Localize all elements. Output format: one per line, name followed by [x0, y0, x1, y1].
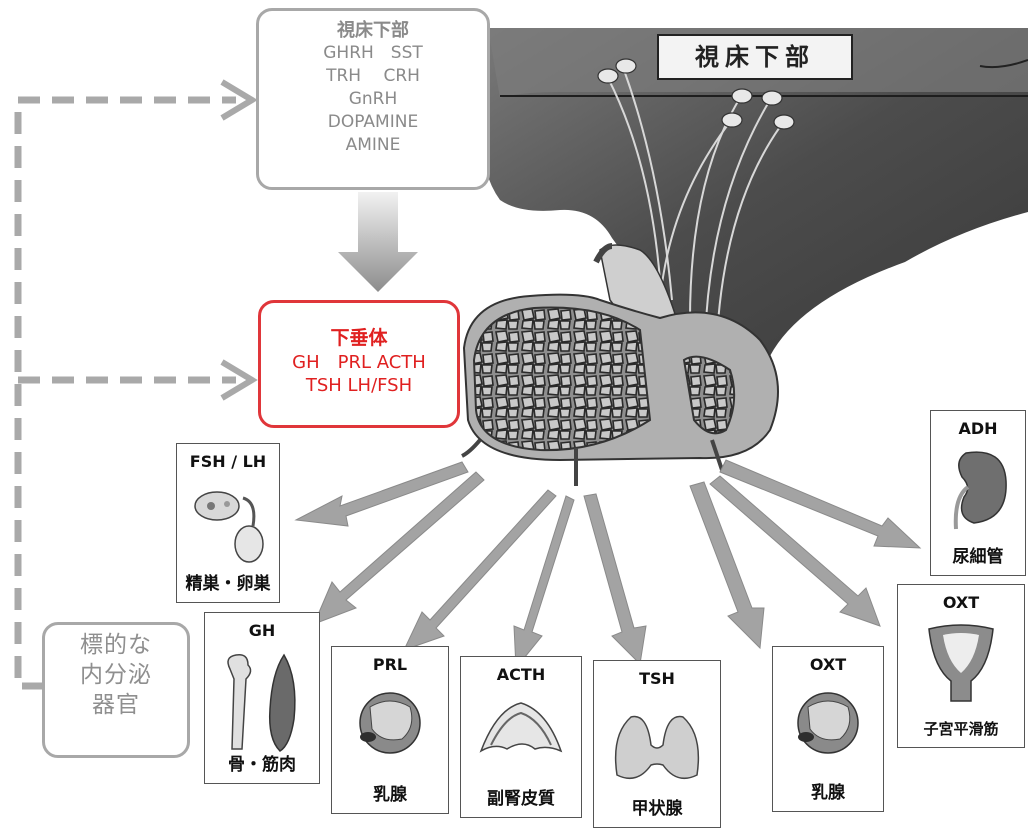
adrenal-icon [477, 699, 565, 759]
organ-name-label: 尿細管 [931, 542, 1025, 567]
organ-name-label: 副腎皮質 [461, 784, 581, 809]
organ-hormone-label: OXT [898, 593, 1024, 612]
organ-hormone-label: TSH [594, 669, 720, 688]
hypothalamus-line: DOPAMINE [259, 111, 487, 134]
organ-name-label: 乳腺 [773, 778, 883, 803]
breast-icon [790, 687, 866, 757]
breast-icon [352, 687, 428, 757]
organ-card-breast-oxt: OXT 乳腺 [772, 646, 884, 812]
arrow-hypothalamus-to-pituitary [338, 192, 418, 292]
uterus-icon [921, 621, 1001, 705]
organ-hormone-label: FSH / LH [177, 452, 279, 471]
organ-hormone-label: OXT [773, 655, 883, 674]
organ-hormone-label: GH [205, 621, 319, 640]
hormone-arrows [296, 460, 920, 668]
pituitary-hormone-box: 下垂体 GH PRL ACTH TSH LH/FSH [258, 300, 460, 428]
gonad-icon [183, 478, 273, 568]
thyroid-icon [607, 705, 707, 787]
organ-card-bone-muscle: GH 骨・筋肉 [204, 612, 320, 784]
target-organ-box: 標的な 内分泌 器官 [42, 622, 190, 758]
hypothalamus-line: GHRH SST [259, 42, 487, 65]
pituitary-line: GH PRL ACTH [261, 351, 457, 374]
organ-hormone-label: ADH [931, 419, 1025, 438]
organ-name-label: 精巣・卵巣 [177, 569, 279, 594]
organ-name-label: 子宮平滑筋 [898, 718, 1024, 739]
arrow-tsh [584, 494, 646, 664]
target-line: 標的な [45, 630, 187, 660]
pituitary-line: TSH LH/FSH [261, 374, 457, 397]
organ-card-kidney: ADH 尿細管 [930, 410, 1026, 576]
organ-card-adrenal: ACTH 副腎皮質 [460, 656, 582, 818]
hypothalamus-title: 視床下部 [259, 19, 487, 42]
hypothalamus-hormone-box: 視床下部 GHRH SST TRH CRH GnRH DOPAMINE AMIN… [256, 8, 490, 190]
kidney-icon [946, 447, 1010, 531]
organ-card-breast-prl: PRL 乳腺 [331, 646, 449, 814]
bone-muscle-icon [214, 649, 310, 757]
organ-name-label: 骨・筋肉 [205, 750, 319, 775]
target-line: 内分泌 [45, 660, 187, 690]
organ-card-thyroid: TSH 甲状腺 [593, 660, 721, 828]
hypothalamus-line: TRH CRH [259, 65, 487, 88]
organ-hormone-label: PRL [332, 655, 448, 674]
organ-card-gonads: FSH / LH 精巣・卵巣 [176, 443, 280, 603]
brain-label-hypothalamus: 視床下部 [657, 34, 853, 80]
organ-name-label: 乳腺 [332, 780, 448, 805]
hypothalamus-line: GnRH [259, 88, 487, 111]
organ-name-label: 甲状腺 [594, 794, 720, 819]
pituitary-title: 下垂体 [261, 327, 457, 350]
organ-hormone-label: ACTH [461, 665, 581, 684]
target-line: 器官 [45, 690, 187, 720]
hypothalamus-line: AMINE [259, 134, 487, 157]
organ-card-uterus: OXT 子宮平滑筋 [897, 584, 1025, 748]
